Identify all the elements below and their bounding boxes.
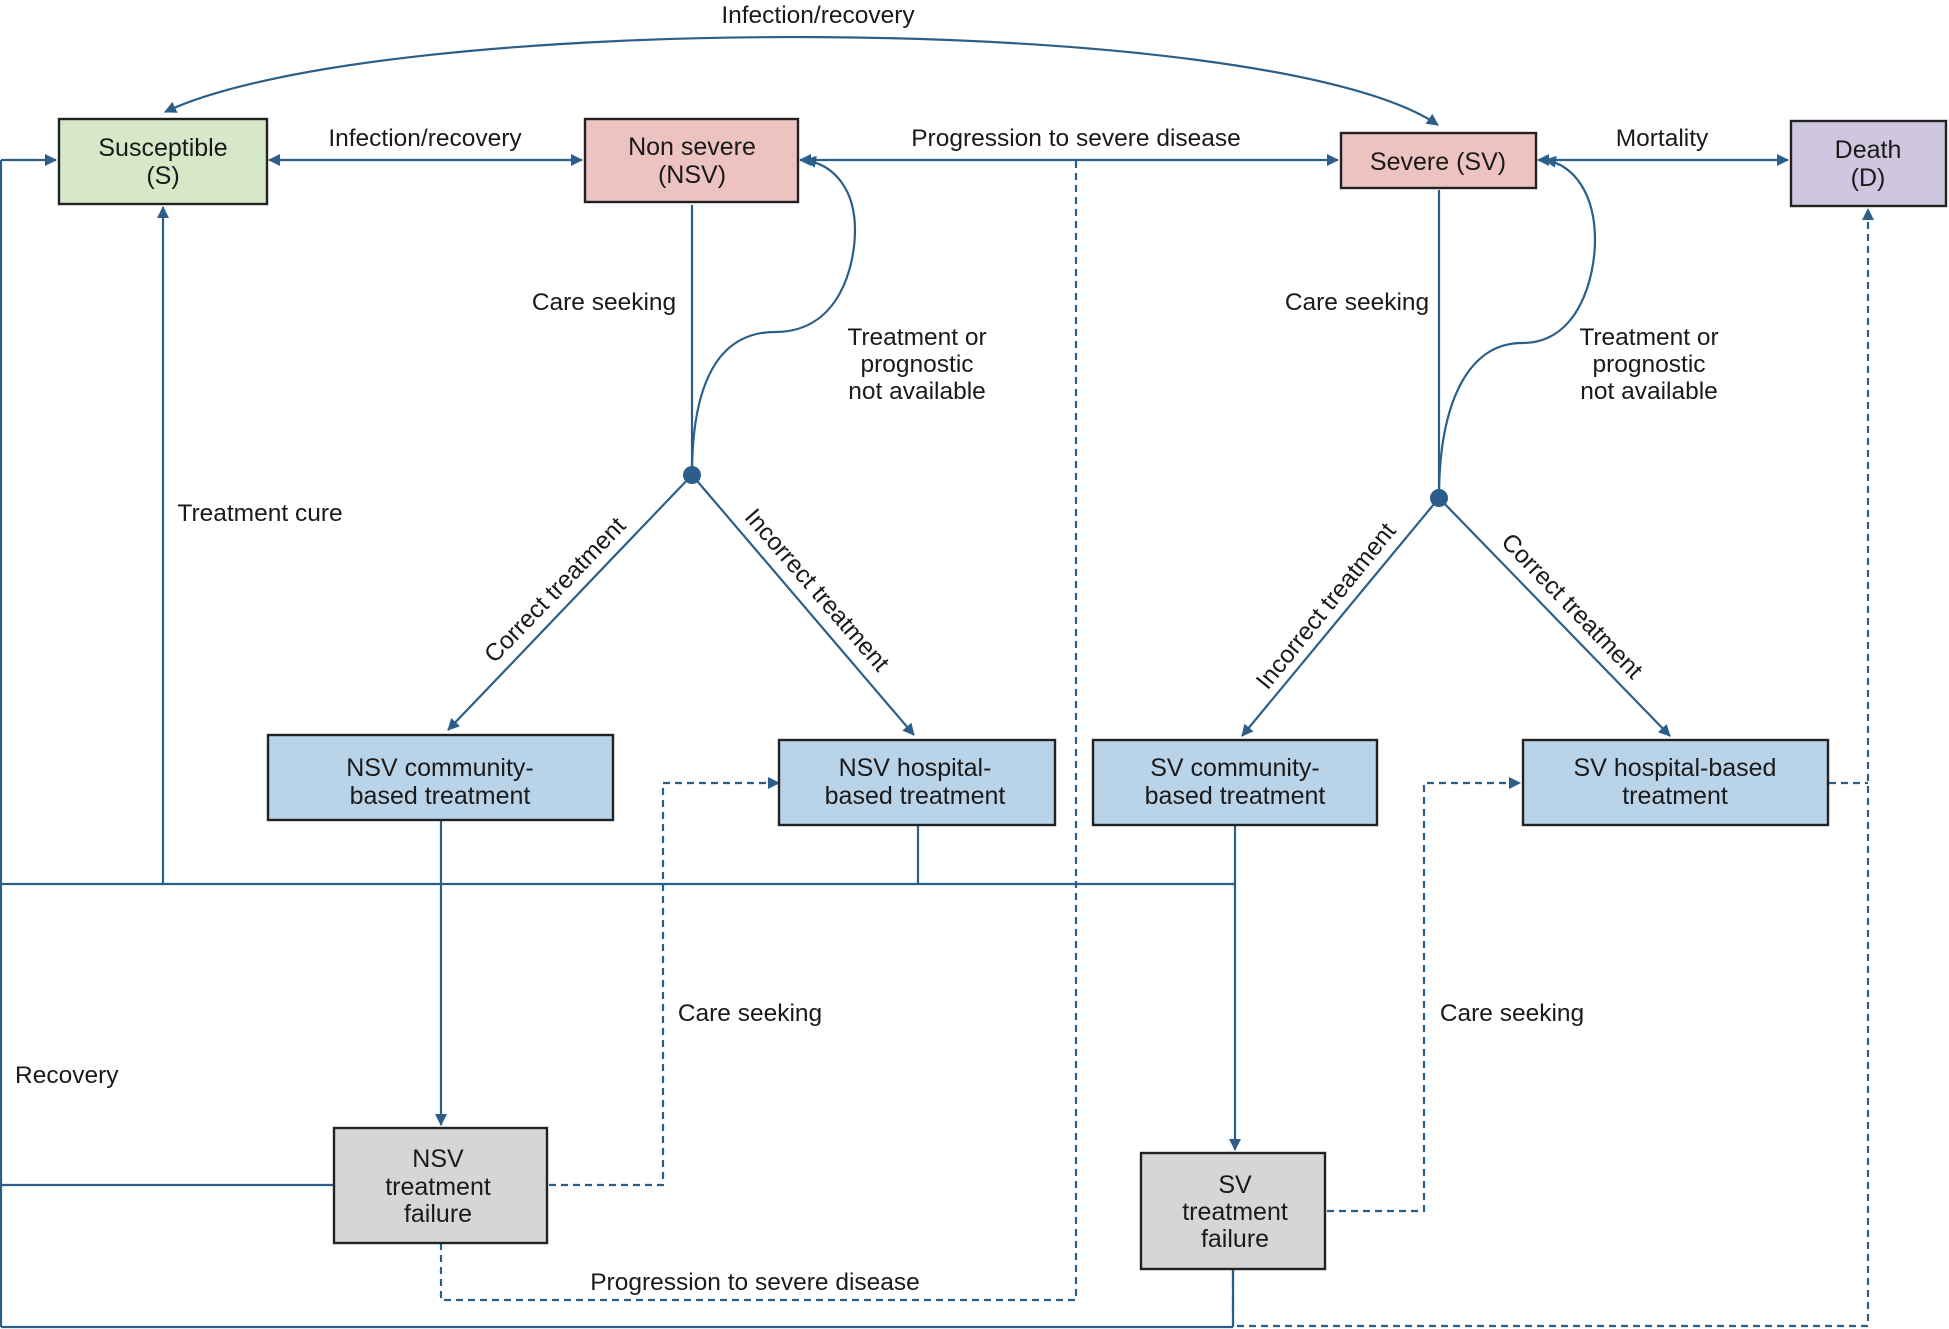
box-nsv-hospital-line1: NSV hospital- bbox=[839, 754, 992, 782]
labels: Infection/recovery Infection/recovery Pr… bbox=[15, 2, 1719, 1296]
box-death: Death (D) bbox=[1789, 119, 1948, 208]
box-severe-line1: Severe (SV) bbox=[1370, 148, 1506, 176]
label-infection-recovery: Infection/recovery bbox=[328, 125, 522, 152]
box-sv-failure: SV treatment failure bbox=[1139, 1151, 1327, 1271]
label-incorrect-treatment-sv: Incorrect treatment bbox=[1251, 518, 1401, 695]
box-sv-community-line2: based treatment bbox=[1145, 782, 1326, 810]
arrow-sv-incorrect bbox=[1241, 497, 1440, 737]
arc-infection-recovery-top bbox=[164, 35, 1439, 126]
box-nsv-failure-line3: failure bbox=[404, 1200, 472, 1228]
box-sv-failure-line1: SV bbox=[1218, 1171, 1252, 1199]
box-sv-community: SV community- based treatment bbox=[1091, 738, 1379, 827]
dashed-nsv-failure-care-seeking bbox=[549, 777, 780, 1187]
box-severe: Severe (SV) bbox=[1339, 131, 1538, 190]
box-sv-community-rect bbox=[1091, 738, 1379, 827]
label-progression-bottom: Progression to severe disease bbox=[590, 1269, 920, 1296]
loop-sv-not-available bbox=[1437, 155, 1597, 499]
box-severe-rect bbox=[1339, 131, 1538, 190]
box-sv-hospital-rect bbox=[1521, 738, 1830, 827]
box-death-line2: (D) bbox=[1851, 164, 1886, 192]
box-sv-failure-line2: treatment bbox=[1182, 1198, 1288, 1226]
box-non-severe-line2: (NSV) bbox=[658, 161, 726, 189]
label-incorrect-treatment-nsv: Incorrect treatment bbox=[739, 504, 894, 677]
label-not-available-nsv-3: not available bbox=[848, 378, 986, 405]
label-not-available-sv-1: Treatment or bbox=[1579, 324, 1718, 351]
box-nsv-failure: NSV treatment failure bbox=[332, 1126, 549, 1245]
label-care-seeking-nsv: Care seeking bbox=[532, 289, 676, 316]
box-nsv-failure-line2: treatment bbox=[385, 1173, 491, 1201]
box-susceptible-rect bbox=[57, 117, 269, 206]
label-recovery: Recovery bbox=[15, 1062, 119, 1089]
boxes: Susceptible (S) Non severe (NSV) Severe … bbox=[57, 117, 1948, 1271]
box-nsv-hospital-rect bbox=[777, 738, 1057, 827]
box-nsv-community: NSV community- based treatment bbox=[266, 733, 615, 822]
dashed-sv-failure-care-seeking bbox=[1327, 777, 1521, 1213]
box-sv-hospital: SV hospital-based treatment bbox=[1521, 738, 1830, 827]
box-non-severe: Non severe (NSV) bbox=[583, 117, 800, 204]
box-non-severe-rect bbox=[583, 117, 800, 204]
arrow-sv-correct bbox=[1438, 497, 1671, 737]
dashed-nsv-failure-progression bbox=[439, 160, 1078, 1302]
label-infection-recovery-top: Infection/recovery bbox=[721, 2, 915, 29]
loop-nsv-not-available bbox=[690, 155, 857, 476]
label-care-seeking-sv-failure: Care seeking bbox=[1440, 1000, 1584, 1027]
box-death-line1: Death bbox=[1835, 136, 1902, 164]
label-correct-treatment-sv: Correct treatment bbox=[1496, 528, 1648, 684]
edges bbox=[0, 35, 1874, 1329]
box-sv-failure-rect bbox=[1139, 1151, 1327, 1271]
box-nsv-hospital: NSV hospital- based treatment bbox=[777, 738, 1057, 827]
box-sv-hospital-line2: treatment bbox=[1622, 782, 1728, 810]
label-not-available-nsv-1: Treatment or bbox=[847, 324, 986, 351]
label-not-available-sv-3: not available bbox=[1580, 378, 1718, 405]
box-nsv-community-line2: based treatment bbox=[350, 782, 531, 810]
label-care-seeking-nsv-failure: Care seeking bbox=[678, 1000, 822, 1027]
label-not-available-nsv-2: prognostic bbox=[860, 351, 973, 378]
box-nsv-community-rect bbox=[266, 733, 615, 822]
label-treatment-cure: Treatment cure bbox=[177, 500, 342, 527]
box-sv-failure-line3: failure bbox=[1201, 1225, 1269, 1253]
box-sv-hospital-line1: SV hospital-based bbox=[1574, 754, 1777, 782]
box-sv-community-line1: SV community- bbox=[1150, 754, 1319, 782]
box-death-rect bbox=[1789, 119, 1948, 208]
box-susceptible-line1: Susceptible bbox=[98, 134, 227, 162]
box-susceptible-line2: (S) bbox=[146, 162, 179, 190]
box-non-severe-line1: Non severe bbox=[628, 133, 756, 161]
box-nsv-failure-line1: NSV bbox=[412, 1145, 464, 1173]
label-progression-top: Progression to severe disease bbox=[911, 125, 1241, 152]
label-not-available-sv-2: prognostic bbox=[1592, 351, 1705, 378]
arrow-nsv-correct bbox=[447, 474, 693, 731]
label-care-seeking-sv: Care seeking bbox=[1285, 289, 1429, 316]
box-susceptible: Susceptible (S) bbox=[57, 117, 269, 206]
arrow-nsv-incorrect bbox=[691, 474, 915, 736]
box-nsv-failure-rect bbox=[332, 1126, 549, 1245]
dashed-sv-failure-mortality bbox=[1231, 208, 1874, 1328]
box-nsv-community-line1: NSV community- bbox=[346, 754, 534, 782]
label-correct-treatment-nsv: Correct treatment bbox=[479, 512, 631, 668]
label-mortality: Mortality bbox=[1616, 125, 1709, 152]
box-nsv-hospital-line2: based treatment bbox=[825, 782, 1006, 810]
